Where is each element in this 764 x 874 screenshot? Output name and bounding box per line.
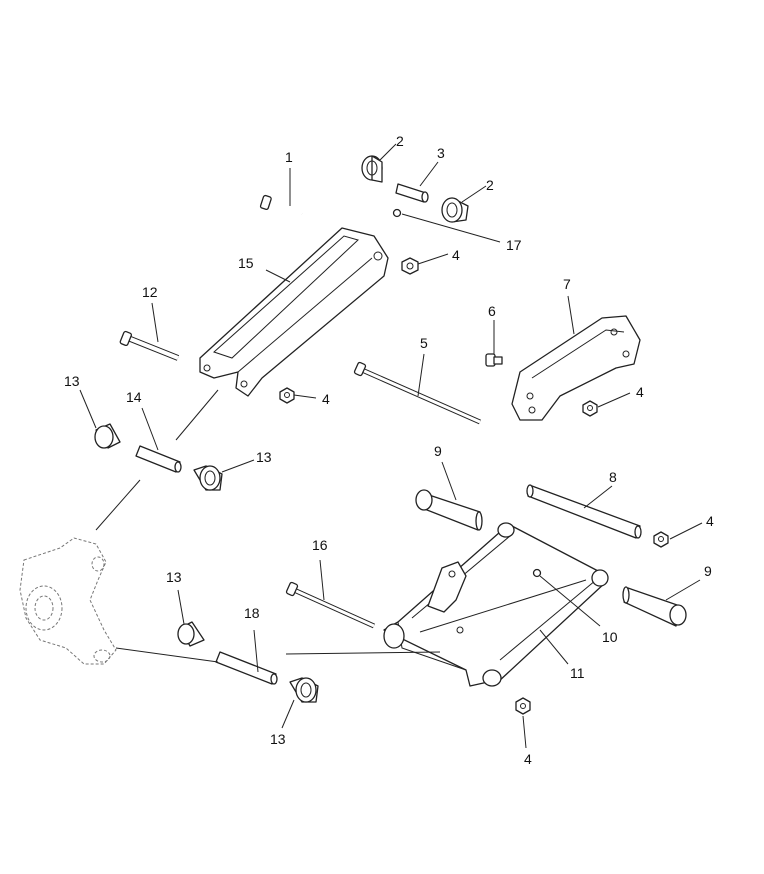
callout-15: 15 — [238, 255, 254, 271]
part-3-sleeve[interactable] — [395, 183, 429, 203]
callout-4-b: 4 — [322, 391, 330, 407]
part-2-bushing-top-right[interactable] — [441, 197, 469, 223]
callout-13-lower-left: 13 — [166, 569, 182, 585]
part-5-long-bolt[interactable] — [353, 361, 482, 425]
callout-16: 16 — [312, 537, 328, 553]
steering-knuckle-reference — [19, 537, 117, 665]
part-9-bushing-upper[interactable] — [415, 489, 483, 531]
part-9-bushing-lower[interactable] — [622, 586, 687, 627]
part-14-sleeve[interactable] — [135, 445, 182, 473]
part-11-lower-arm[interactable] — [383, 522, 609, 687]
part-6-bolt[interactable] — [485, 353, 503, 367]
part-13-bushing-lower-right[interactable] — [289, 677, 319, 703]
part-4-nut-b[interactable] — [279, 387, 295, 404]
callout-12: 12 — [142, 284, 158, 300]
callout-18: 18 — [244, 605, 260, 621]
callout-8: 8 — [609, 469, 617, 485]
callout-4-d: 4 — [706, 513, 714, 529]
part-4-nut-d[interactable] — [653, 531, 669, 548]
part-15-upper-arm[interactable] — [199, 227, 389, 397]
part-4-nut-a[interactable] — [401, 257, 419, 275]
part-13-bushing-upper-right[interactable] — [193, 465, 223, 491]
part-18-sleeve[interactable] — [215, 651, 278, 685]
callout-17: 17 — [506, 237, 522, 253]
callout-9-lower: 9 — [704, 563, 712, 579]
callout-4-e: 4 — [524, 751, 532, 767]
callout-2-left: 2 — [396, 133, 404, 149]
callout-13-upper-left: 13 — [64, 373, 80, 389]
callout-1: 1 — [285, 149, 293, 165]
part-13-bushing-upper-left[interactable] — [94, 423, 121, 449]
part-2-bushing-top-left[interactable] — [361, 155, 383, 183]
callout-10: 10 — [602, 629, 618, 645]
part-17-grease-fitting[interactable] — [392, 208, 402, 218]
part-7-bracket[interactable] — [511, 315, 641, 421]
callout-13-lower-right: 13 — [270, 731, 286, 747]
callout-13-upper-right: 13 — [256, 449, 272, 465]
callout-6: 6 — [488, 303, 496, 319]
callout-3: 3 — [437, 145, 445, 161]
callout-5: 5 — [420, 335, 428, 351]
callout-4-c: 4 — [636, 384, 644, 400]
leader-lines — [79, 143, 703, 749]
callout-9-upper: 9 — [434, 443, 442, 459]
callout-4-a: 4 — [452, 247, 460, 263]
part-4-nut-c[interactable] — [582, 400, 598, 417]
part-1-bolt[interactable] — [259, 194, 303, 216]
callout-11: 11 — [570, 665, 585, 681]
part-8-shaft[interactable] — [526, 484, 642, 539]
callout-14: 14 — [126, 389, 142, 405]
part-16-bolt[interactable] — [285, 581, 376, 629]
callout-7: 7 — [563, 276, 571, 292]
part-13-bushing-lower-left[interactable] — [177, 621, 205, 647]
part-12-bolt[interactable] — [119, 330, 180, 361]
callout-labels: 1 2 3 2 17 4 15 12 7 6 5 13 14 4 4 13 9 … — [64, 133, 714, 767]
part-4-nut-e[interactable] — [515, 697, 531, 715]
callout-2-right: 2 — [486, 177, 494, 193]
part-10-grease-fitting[interactable] — [532, 568, 542, 578]
